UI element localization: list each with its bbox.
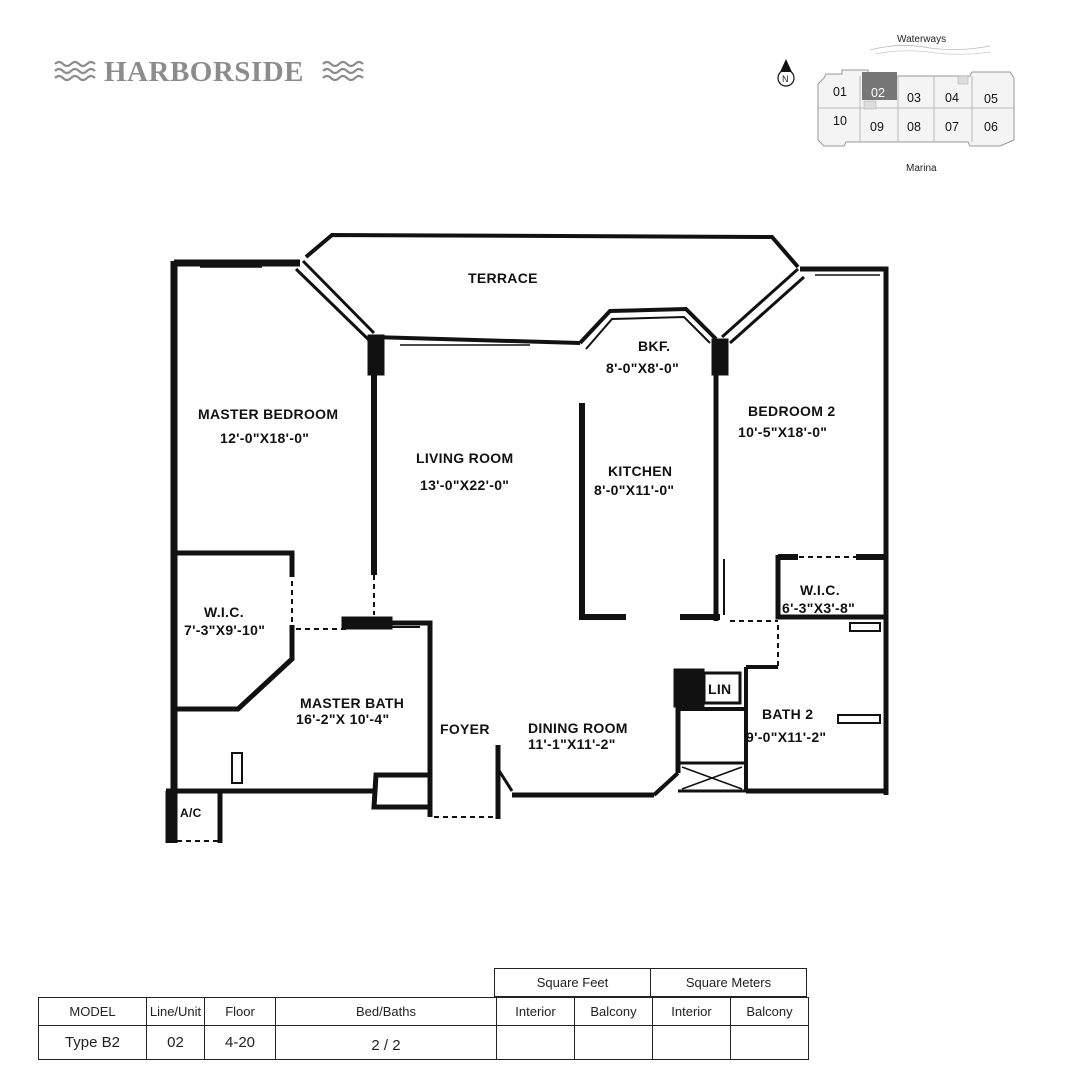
- square-feet-header: Square Feet: [494, 968, 651, 997]
- dining-room-dims: 11'-1"X11'-2": [528, 736, 616, 752]
- dining-room-label: DINING ROOM: [528, 720, 628, 736]
- ac-label: A/C: [180, 806, 202, 820]
- area-header-table: Square Feet Square Meters: [494, 968, 807, 997]
- sm-balcony-header: Balcony: [730, 997, 809, 1026]
- key-plan-selected-unit: [862, 72, 897, 100]
- key-plan-unit: 08: [907, 120, 921, 134]
- key-plan-unit: 04: [945, 91, 959, 105]
- bed-baths-value: 2 / 2: [275, 1025, 497, 1060]
- key-plan-unit: 09: [870, 120, 884, 134]
- walls: [165, 232, 889, 843]
- north-arrow-icon: N: [777, 59, 795, 87]
- floor-header: Floor: [204, 997, 276, 1026]
- bath2-label: BATH 2: [762, 706, 813, 722]
- key-plan-unit: 01: [833, 85, 847, 99]
- waves-icon: [54, 60, 96, 82]
- sf-interior-header: Interior: [496, 997, 575, 1026]
- key-plan-unit-selected: 02: [871, 86, 885, 100]
- kitchen-dims: 8'-0"X11'-0": [594, 482, 674, 498]
- bedroom2-label: BEDROOM 2: [748, 403, 836, 419]
- master-bedroom-dims: 12'-0"X18'-0": [220, 430, 309, 446]
- living-room-label: LIVING ROOM: [416, 450, 513, 466]
- model-value: Type B2: [38, 1025, 147, 1060]
- wic1-dims: 7'-3"X9'-10": [184, 622, 265, 638]
- brand-name: HARBORSIDE: [104, 56, 304, 88]
- kitchen-label: KITCHEN: [608, 463, 672, 479]
- bkf-dims: 8'-0"X8'-0": [606, 360, 679, 376]
- bkf-label: BKF.: [638, 338, 670, 354]
- key-plan-unit: 10: [833, 114, 847, 128]
- bed-baths-header: Bed/Baths: [275, 997, 497, 1026]
- sf-balcony-header: Balcony: [574, 997, 653, 1026]
- square-meters-header: Square Meters: [650, 968, 807, 997]
- sm-interior-value: [652, 1025, 731, 1060]
- master-bath-label: MASTER BATH: [300, 695, 404, 711]
- master-bath-dims: 16'-2"X 10'-4": [296, 711, 389, 727]
- harborside-logo: HARBORSIDE: [54, 56, 364, 88]
- terrace-label: TERRACE: [468, 270, 538, 286]
- sm-balcony-value: [730, 1025, 809, 1060]
- living-room-dims: 13'-0"X22'-0": [420, 477, 509, 493]
- floor-plan: TERRACE BKF. 8'-0"X8'-0" MASTER BEDROOM …: [165, 232, 889, 843]
- key-plan-unit: 06: [984, 120, 998, 134]
- key-plan-top-label: Waterways: [897, 34, 946, 45]
- wic2-dims: 6'-3"X3'-8": [782, 600, 855, 616]
- sf-interior-value: [496, 1025, 575, 1060]
- model-header: MODEL: [38, 997, 147, 1026]
- line-unit-value: 02: [146, 1025, 205, 1060]
- line-unit-header: Line/Unit: [146, 997, 205, 1026]
- key-plan-unit: 05: [984, 92, 998, 106]
- bedroom2-dims: 10'-5"X18'-0": [738, 424, 827, 440]
- key-plan-bottom-label: Marina: [906, 163, 937, 174]
- wic1-label: W.I.C.: [204, 604, 244, 620]
- sm-interior-header: Interior: [652, 997, 731, 1026]
- unit-info-table: MODEL Line/Unit Floor Bed/Baths Interior…: [38, 997, 809, 1060]
- lin-label: LIN: [708, 681, 731, 697]
- floor-value: 4-20: [204, 1025, 276, 1060]
- sf-balcony-value: [574, 1025, 653, 1060]
- room-labels: TERRACE BKF. 8'-0"X8'-0" MASTER BEDROOM …: [180, 270, 855, 820]
- foyer-label: FOYER: [440, 721, 490, 737]
- master-bedroom-label: MASTER BEDROOM: [198, 406, 338, 422]
- svg-text:N: N: [782, 74, 789, 84]
- waves-icon: [322, 60, 364, 82]
- bath2-dims: 9'-0"X11'-2": [746, 729, 826, 745]
- key-plan-unit: 03: [907, 91, 921, 105]
- key-plan: Waterways N 01 02 03 04 05 10 09 08 07 0…: [777, 34, 1015, 174]
- key-plan-unit: 07: [945, 120, 959, 134]
- wic2-label: W.I.C.: [800, 582, 840, 598]
